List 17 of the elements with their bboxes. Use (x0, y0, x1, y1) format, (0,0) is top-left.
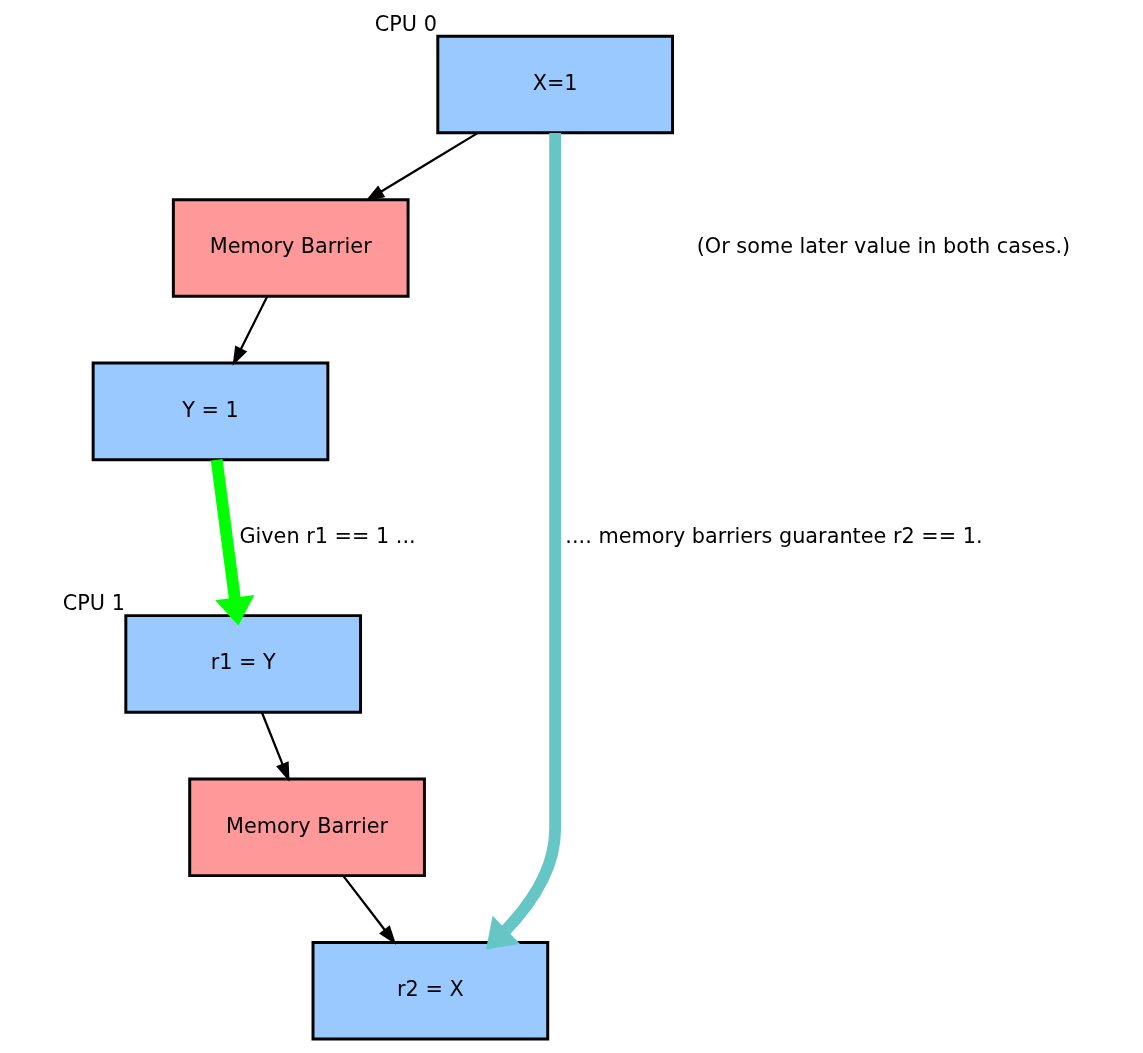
edge-label: .... memory barriers guarantee r2 == 1. (565, 524, 983, 549)
node-box: Y = 1 (91, 361, 330, 462)
arrow (260, 711, 290, 782)
edge-label: Given r1 == 1 ... (239, 524, 416, 549)
node-box: Memory Barrier (171, 198, 410, 298)
arrow (486, 133, 562, 950)
arrow (342, 874, 397, 945)
node-box: r1 = Y (124, 614, 363, 714)
node-label: CPU 0 (374, 11, 437, 36)
arrow (365, 131, 479, 202)
node-label: CPU 1 (62, 590, 125, 615)
arrow (232, 295, 269, 366)
arrow (210, 459, 255, 626)
label: (Or some later value in both cases.) (696, 234, 1071, 259)
node-box: X=1 (436, 34, 674, 135)
node-box: Memory Barrier (188, 777, 426, 878)
node-box: r2 = X (311, 941, 550, 1041)
